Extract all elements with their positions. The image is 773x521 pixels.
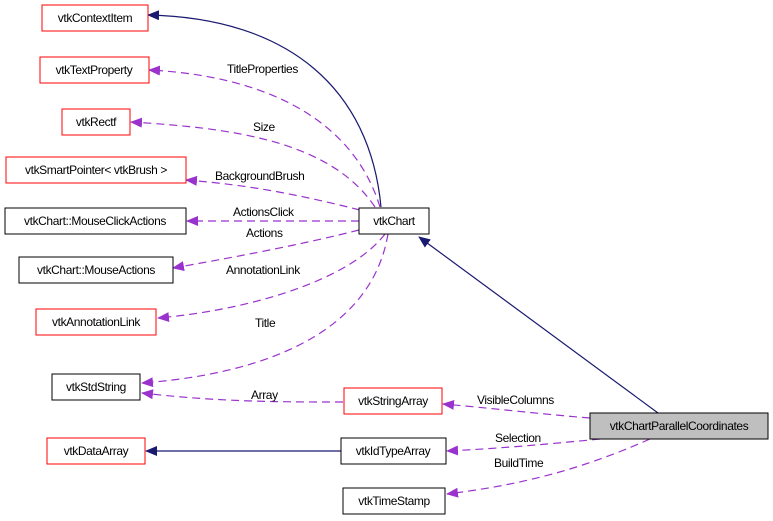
- node-vtktimestamp[interactable]: vtkTimeStamp: [342, 487, 446, 515]
- svg-text:vtkContextItem: vtkContextItem: [58, 11, 133, 25]
- svg-text:vtkStringArray: vtkStringArray: [358, 394, 428, 408]
- edge-parallelcoords-to-vtkchart: [418, 236, 659, 414]
- svg-text:vtkStdString: vtkStdString: [66, 380, 126, 394]
- edge-annotationlink: [157, 233, 386, 323]
- edge-label-actionsclick: ActionsClick: [233, 205, 295, 219]
- svg-text:vtkDataArray: vtkDataArray: [64, 444, 129, 458]
- svg-text:vtkIdTypeArray: vtkIdTypeArray: [356, 444, 431, 458]
- edge-size: [130, 117, 376, 208]
- edge-label-array: Array: [251, 388, 278, 402]
- edge-titleproperties: [148, 65, 381, 208]
- node-vtkcontextitem[interactable]: vtkContextItem: [41, 4, 149, 32]
- node-mouseactions[interactable]: vtkChart::MouseActions: [18, 256, 174, 284]
- node-vtkstringarray[interactable]: vtkStringArray: [343, 387, 443, 415]
- node-vtkannotationlink[interactable]: vtkAnnotationLink: [35, 308, 157, 336]
- edge-label-titleproperties: TitleProperties: [227, 62, 298, 76]
- svg-text:vtkRectf: vtkRectf: [76, 115, 117, 129]
- node-vtkchart[interactable]: vtkChart: [358, 207, 430, 235]
- svg-text:vtkChart::MouseClickActions: vtkChart::MouseClickActions: [24, 214, 166, 228]
- svg-text:vtkAnnotationLink: vtkAnnotationLink: [52, 315, 141, 329]
- edge-title: [141, 233, 389, 388]
- node-vtkidtypearray[interactable]: vtkIdTypeArray: [340, 437, 447, 465]
- svg-text:vtkChart::MouseActions: vtkChart::MouseActions: [37, 263, 155, 277]
- edge-label-buildtime: BuildTime: [494, 456, 544, 470]
- edge-label-visiblecolumns: VisibleColumns: [477, 393, 554, 407]
- svg-text:vtkChartParallelCoordinates: vtkChartParallelCoordinates: [610, 419, 749, 433]
- node-vtksmartpointer-brush[interactable]: vtkSmartPointer< vtkBrush >: [5, 156, 187, 184]
- edge-label-size: Size: [253, 120, 275, 134]
- edge-array: [141, 389, 344, 403]
- node-mouseclickactions[interactable]: vtkChart::MouseClickActions: [4, 207, 187, 235]
- node-vtkdataarray[interactable]: vtkDataArray: [46, 437, 146, 465]
- edge-actions: [172, 229, 360, 272]
- edge-label-actions: Actions: [246, 226, 283, 240]
- edge-selection: [446, 438, 601, 456]
- node-vtktextproperty[interactable]: vtkTextProperty: [39, 56, 150, 84]
- svg-text:vtkChart: vtkChart: [373, 214, 416, 228]
- edge-buildtime: [446, 438, 651, 498]
- edge-visiblecolumns: [442, 399, 591, 419]
- node-vtkrectf[interactable]: vtkRectf: [61, 108, 131, 136]
- svg-text:vtkTimeStamp: vtkTimeStamp: [358, 494, 430, 508]
- svg-text:vtkTextProperty: vtkTextProperty: [56, 63, 133, 77]
- node-vtkchartparallelcoordinates[interactable]: vtkChartParallelCoordinates: [589, 412, 769, 440]
- node-vtkstdstring[interactable]: vtkStdString: [51, 373, 141, 401]
- edge-label-title: Title: [255, 316, 276, 330]
- edge-label-backgroundbrush: BackgroundBrush: [215, 169, 304, 183]
- edge-vtkchart-to-vtkcontextitem: [147, 10, 382, 208]
- edge-label-selection: Selection: [495, 431, 541, 445]
- edge-label-annotationlink: AnnotationLink: [226, 263, 301, 277]
- svg-text:vtkSmartPointer< vtkBrush >: vtkSmartPointer< vtkBrush >: [25, 163, 167, 177]
